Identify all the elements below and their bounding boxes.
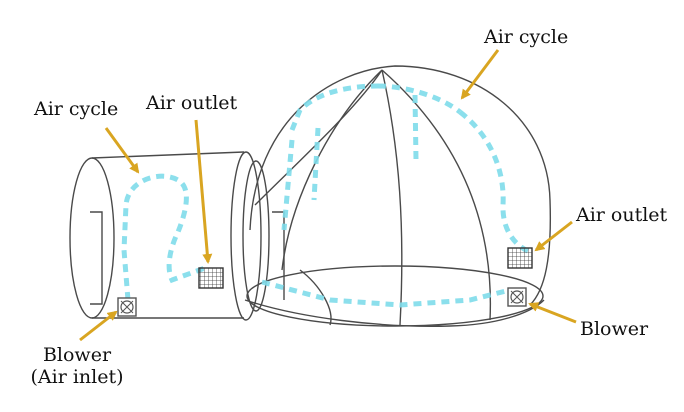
dome-structure [244, 65, 552, 327]
tunnel-top-edge [91, 151, 245, 159]
blower-fan-icon [510, 290, 524, 304]
flow-dome-right [458, 110, 532, 255]
flow-dome-base [261, 279, 511, 308]
label-air-cycle-right: Air cycle [484, 26, 569, 48]
dome-base-front [244, 299, 545, 327]
dome-rib-1 [281, 69, 383, 271]
label-blower-right: Blower [580, 318, 649, 340]
flow-dome-rib [281, 94, 419, 231]
pointer-air-outlet-right [534, 220, 573, 252]
blower-right [507, 287, 527, 307]
air-outlet-left [198, 267, 224, 289]
flow-dome-arch-left [289, 83, 379, 131]
dome-rib-5 [299, 269, 332, 326]
dome-outline [249, 65, 552, 306]
flow-dome-arch-top [377, 83, 462, 114]
pointer-air-outlet-left [194, 119, 213, 264]
blower-left [117, 297, 137, 317]
tunnel-back-rim [230, 151, 262, 321]
label-air-outlet-left: Air outlet [146, 92, 238, 114]
dome-rib-3 [381, 69, 492, 321]
flow-tunnel-loop [121, 173, 206, 301]
air-outlet-grille-icon [507, 247, 533, 269]
label-air-outlet-right: Air outlet [576, 204, 668, 226]
pointer-blower-right [528, 302, 577, 324]
dome-rib-2 [381, 69, 403, 326]
air-flow-path [121, 83, 532, 308]
tunnel-front-rim [69, 157, 115, 319]
tunnel-door-frame [90, 211, 103, 305]
pointer-air-cycle-right [460, 49, 500, 100]
tunnel-back-rim-inner [242, 160, 270, 312]
blower-fan-icon [120, 300, 134, 314]
pointer-arrows [79, 49, 577, 342]
dome-floor [246, 265, 544, 327]
label-air-cycle-left: Air cycle [34, 98, 119, 120]
air-outlet-grille-icon [198, 267, 224, 289]
label-blower-left-line1: Blower [42, 344, 112, 366]
label-blower-left-line2: (Air inlet) [30, 366, 124, 388]
pointer-air-cycle-left [104, 127, 140, 174]
label-blower-left: Blower (Air inlet) [22, 344, 132, 388]
pointer-blower-left [79, 310, 118, 342]
air-outlet-right [507, 247, 533, 269]
